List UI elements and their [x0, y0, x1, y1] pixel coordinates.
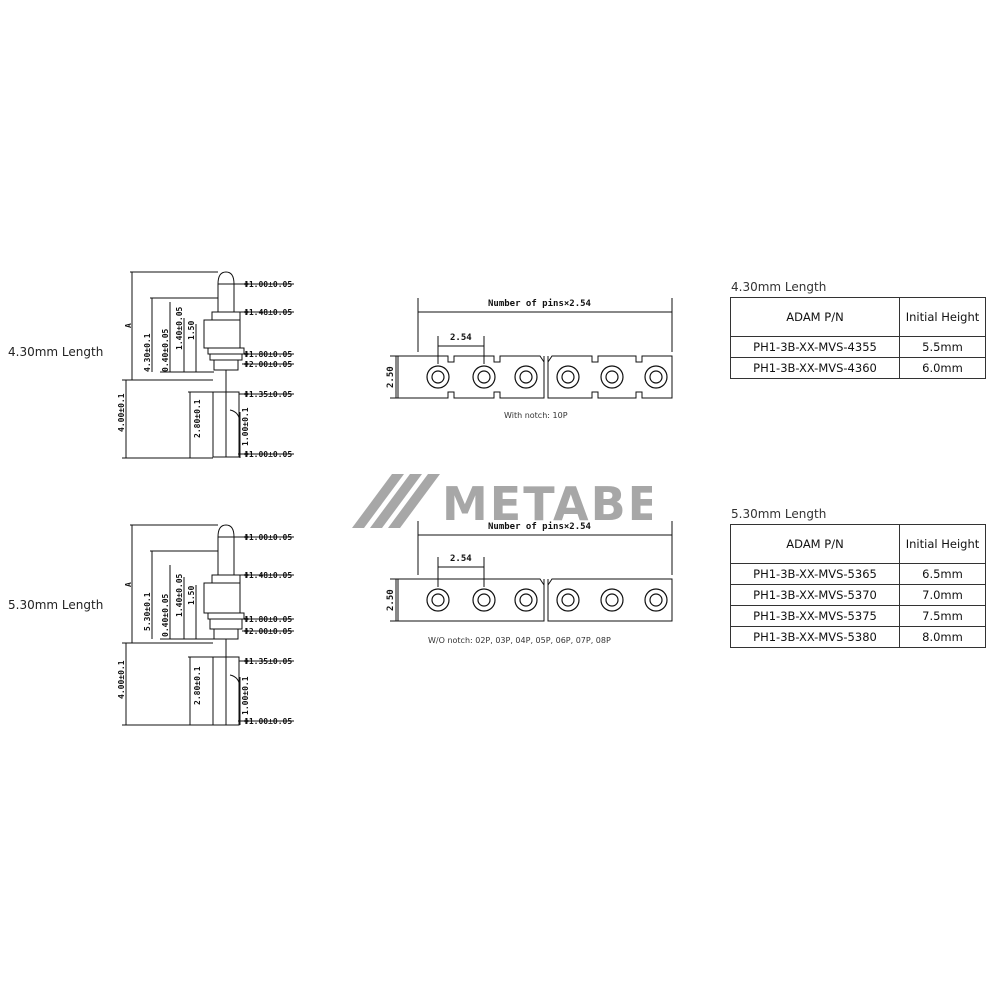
pin-drawing-430: Φ1.00±0.05 Φ1.48±0.05 Φ1.80±0.05 Φ2.00±0… [117, 271, 294, 459]
dim-upper-length: 4.30±0.1 [143, 333, 152, 372]
dim-overall: Number of pins×2.54 [488, 298, 592, 309]
table-title: 5.30mm Length [731, 507, 827, 521]
dim-collar-length: 0.40±0.05 [161, 593, 170, 637]
dim-collar-length: 0.40±0.05 [161, 328, 170, 372]
dim-lower-length: 4.00±0.1 [117, 393, 126, 432]
metabee-logo: METABEE [352, 474, 652, 528]
spec-table-530: ADAM P/N Initial Height PH1-3B-XX-MVS-53… [730, 524, 986, 648]
watermark-text: METABEE [442, 477, 652, 528]
cell-pn: PH1-3B-XX-MVS-5365 [730, 563, 900, 585]
dim-body-length: 1.50 [187, 321, 196, 340]
section-label: 4.30mm Length [8, 345, 104, 359]
section-label: 5.30mm Length [8, 598, 104, 612]
table-row: PH1-3B-XX-MVS-5365 6.5mm [730, 563, 986, 585]
dim-tip-diameter: Φ1.00±0.05 [244, 533, 292, 542]
dim-tail2-length: 1.00±0.1 [241, 676, 250, 715]
dim-tail-length: 2.80±0.1 [193, 666, 202, 705]
pin-drawing-530: Φ1.00±0.05 Φ1.48±0.05 Φ1.80±0.05 Φ2.00±0… [117, 524, 294, 726]
cell-pn: PH1-3B-XX-MVS-5370 [730, 584, 900, 606]
dim-tail-length: 2.80±0.1 [193, 399, 202, 438]
cell-height: 6.5mm [899, 563, 986, 585]
table-title: 4.30mm Length [731, 280, 827, 294]
col-header-height: Initial Height [899, 297, 986, 337]
dim-collar1-diameter: Φ1.80±0.05 [244, 615, 292, 624]
dim-tail1-diameter: Φ1.35±0.05 [244, 390, 292, 399]
pin-holes [426, 588, 668, 612]
dim-pitch: 2.54 [450, 333, 472, 343]
cell-pn: PH1-3B-XX-MVS-4355 [730, 336, 900, 358]
table-row: PH1-3B-XX-MVS-5375 7.5mm [730, 605, 986, 627]
strip-drawing-plain: Number of pins×2.54 2.54 2.50 W/O notch:… [386, 521, 673, 645]
dim-pitch: 2.54 [450, 554, 472, 564]
dim-flange-length: 1.40±0.05 [175, 573, 184, 617]
cell-height: 6.0mm [899, 357, 986, 379]
table-row: PH1-3B-XX-MVS-5370 7.0mm [730, 584, 986, 606]
strip-caption: W/O notch: 02P, 03P, 04P, 05P, 06P, 07P,… [428, 636, 611, 645]
dim-barrel-diameter: Φ1.48±0.05 [244, 571, 292, 580]
cell-height: 8.0mm [899, 626, 986, 648]
dim-a: A [124, 582, 133, 587]
dim-tail1-diameter: Φ1.35±0.05 [244, 657, 292, 666]
dim-tip-diameter: Φ1.00±0.05 [244, 280, 292, 289]
dim-strip-height: 2.50 [386, 589, 396, 611]
col-header-pn: ADAM P/N [730, 524, 900, 564]
cell-height: 5.5mm [899, 336, 986, 358]
table-row: PH1-3B-XX-MVS-4360 6.0mm [730, 357, 986, 379]
pin-holes [426, 365, 668, 389]
dim-collar2-diameter: Φ2.00±0.05 [244, 627, 292, 636]
dim-strip-height: 2.50 [386, 366, 396, 388]
dim-a: A [124, 323, 133, 328]
dim-tail2-diameter: Φ1.00±0.05 [244, 717, 292, 726]
dim-tail2-length: 1.00±0.1 [241, 407, 250, 446]
strip-caption: With notch: 10P [504, 411, 568, 420]
cell-pn: PH1-3B-XX-MVS-5380 [730, 626, 900, 648]
table-row: PH1-3B-XX-MVS-4355 5.5mm [730, 336, 986, 358]
strip-drawing-notched: Number of pins×2.54 2.54 2.50 With notch… [386, 298, 673, 420]
col-header-pn: ADAM P/N [730, 297, 900, 337]
cell-height: 7.0mm [899, 584, 986, 606]
dim-upper-length: 5.30±0.1 [143, 592, 152, 631]
col-header-height: Initial Height [899, 524, 986, 564]
dim-collar1-diameter: Φ1.80±0.05 [244, 350, 292, 359]
dim-overall: Number of pins×2.54 [488, 521, 592, 532]
cell-pn: PH1-3B-XX-MVS-4360 [730, 357, 900, 379]
dim-collar2-diameter: Φ2.00±0.05 [244, 360, 292, 369]
dim-barrel-diameter: Φ1.48±0.05 [244, 308, 292, 317]
dim-lower-length: 4.00±0.1 [117, 660, 126, 699]
dim-tail2-diameter: Φ1.00±0.05 [244, 450, 292, 459]
dim-flange-length: 1.40±0.05 [175, 306, 184, 350]
dim-body-length: 1.50 [187, 586, 196, 605]
cell-pn: PH1-3B-XX-MVS-5375 [730, 605, 900, 627]
spec-table-430: ADAM P/N Initial Height PH1-3B-XX-MVS-43… [730, 297, 986, 379]
table-row: PH1-3B-XX-MVS-5380 8.0mm [730, 626, 986, 648]
cell-height: 7.5mm [899, 605, 986, 627]
